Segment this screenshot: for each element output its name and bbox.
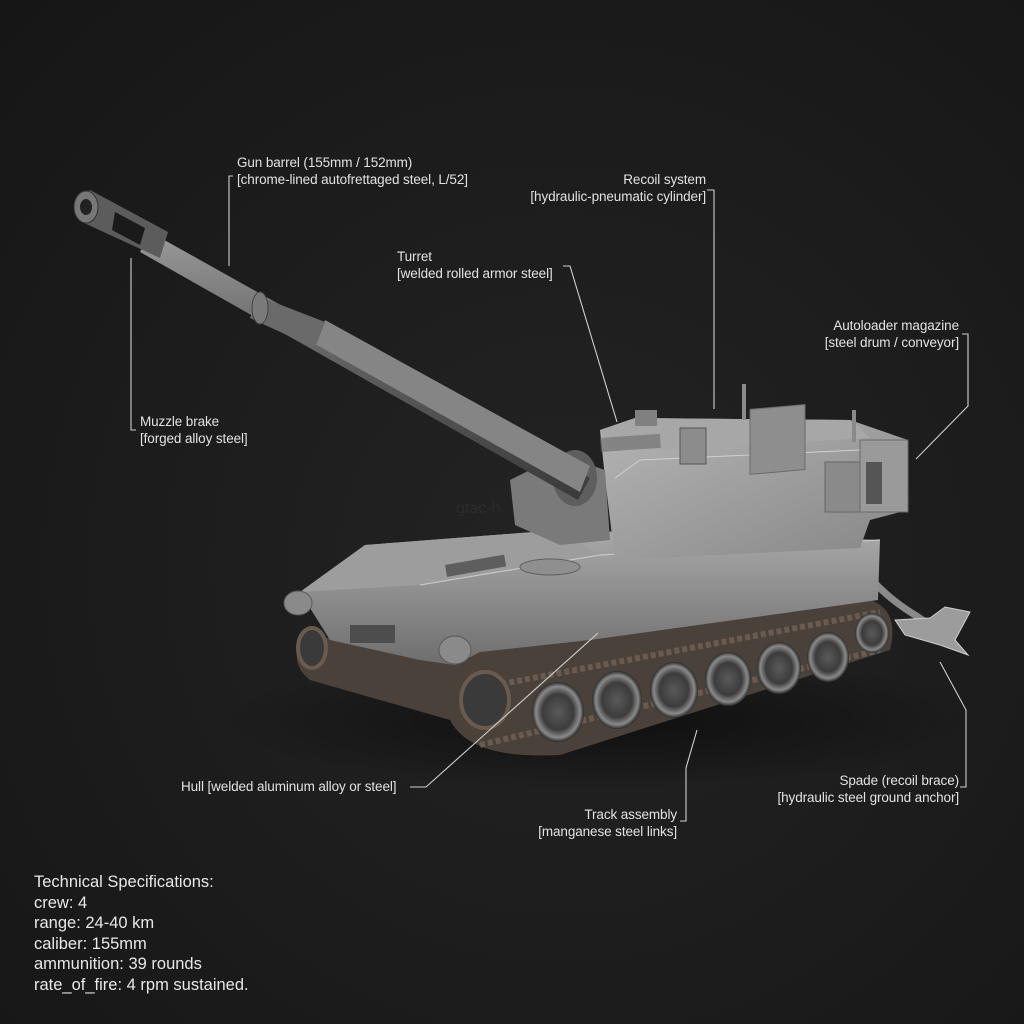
callout-material: [chrome-lined autofrettaged steel, L/52]	[237, 172, 468, 187]
callout-turret: Turret [welded rolled armor steel]	[397, 248, 553, 282]
road-wheels	[296, 613, 889, 742]
callout-material: [forged alloy steel]	[140, 431, 248, 446]
spec-rate-of-fire: rate_of_fire: 4 rpm sustained.	[34, 975, 249, 994]
callout-title: Recoil system	[623, 172, 706, 187]
callout-title: Spade (recoil brace)	[839, 773, 959, 788]
leader-hull	[410, 632, 599, 788]
callout-material: [steel drum / conveyor]	[824, 335, 959, 350]
leader-recoil	[707, 189, 715, 409]
leader-autoloader	[915, 333, 969, 460]
callout-track: Track assembly [manganese steel links]	[538, 806, 677, 840]
leader-track	[680, 729, 698, 822]
callout-spade: Spade (recoil brace) [hydraulic steel gr…	[777, 772, 959, 806]
callout-title: Turret	[397, 249, 432, 264]
spec-caliber: caliber: 155mm	[34, 934, 147, 953]
muzzle-brake	[73, 190, 168, 258]
spec-crew: crew: 4	[34, 893, 88, 912]
hull	[283, 530, 881, 665]
callout-title: Autoloader magazine	[833, 318, 959, 333]
callout-hull: Hull [welded aluminum alloy or steel]	[181, 778, 397, 795]
technical-specifications: Technical Specifications: crew: 4 range:…	[34, 872, 249, 995]
specs-heading: Technical Specifications:	[34, 873, 214, 891]
callout-title: Muzzle brake	[140, 414, 220, 429]
turret	[510, 384, 909, 560]
callout-title: Track assembly	[584, 807, 677, 822]
callout-title: Gun barrel (155mm / 152mm)	[237, 155, 413, 170]
callout-title: Hull [welded aluminum alloy or steel]	[181, 779, 397, 794]
leader-turret	[563, 265, 618, 423]
callout-muzzle-brake: Muzzle brake [forged alloy steel]	[140, 413, 248, 447]
leader-lines	[130, 175, 969, 822]
callout-material: [hydraulic-pneumatic cylinder]	[530, 189, 706, 204]
spec-ammunition: ammunition: 39 rounds	[34, 955, 202, 973]
callout-gun-barrel: Gun barrel (155mm / 152mm) [chrome-lined…	[237, 154, 468, 188]
callout-material: [hydraulic steel ground anchor]	[777, 790, 959, 805]
callout-material: [welded rolled armor steel]	[397, 266, 553, 281]
callout-autoloader: Autoloader magazine [steel drum / convey…	[825, 317, 959, 351]
leader-muzzle-brake	[130, 258, 136, 431]
leader-spade	[939, 661, 967, 788]
callout-recoil-system: Recoil system [hydraulic-pneumatic cylin…	[530, 171, 706, 205]
gun-barrel	[73, 190, 590, 500]
callout-material: [manganese steel links]	[538, 824, 677, 839]
watermark: gtac-h	[456, 500, 501, 517]
spec-range: range: 24-40 km	[34, 914, 155, 932]
leader-gun-barrel	[228, 175, 233, 266]
